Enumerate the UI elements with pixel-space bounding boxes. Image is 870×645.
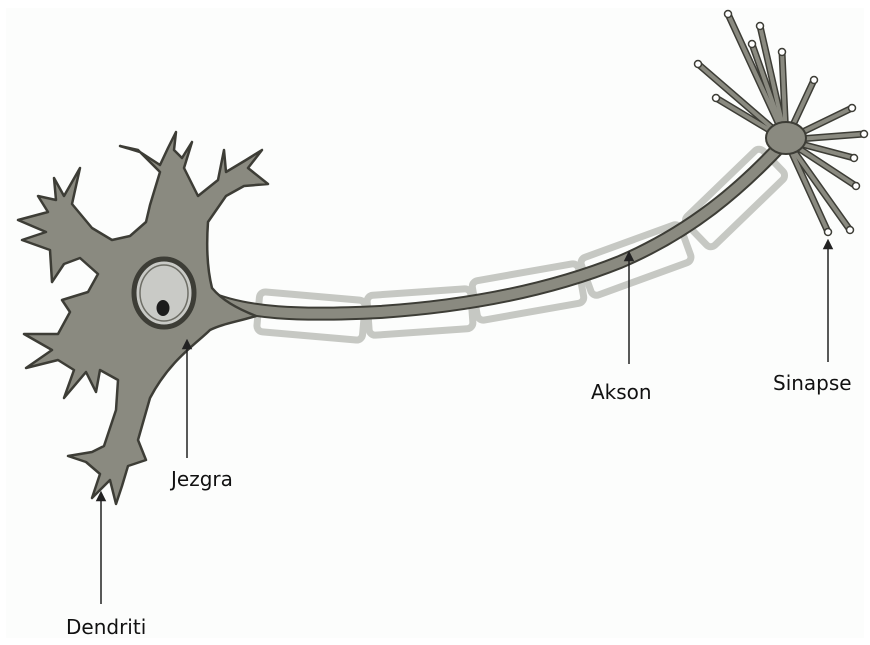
synapse-label: Sinapse — [773, 373, 852, 393]
dendrites-label: Dendriti — [66, 617, 146, 637]
nucleolus — [157, 300, 170, 316]
axon-label: Akson — [591, 382, 652, 402]
nucleus — [134, 259, 194, 327]
nucleus-label: Jezgra — [171, 469, 233, 489]
